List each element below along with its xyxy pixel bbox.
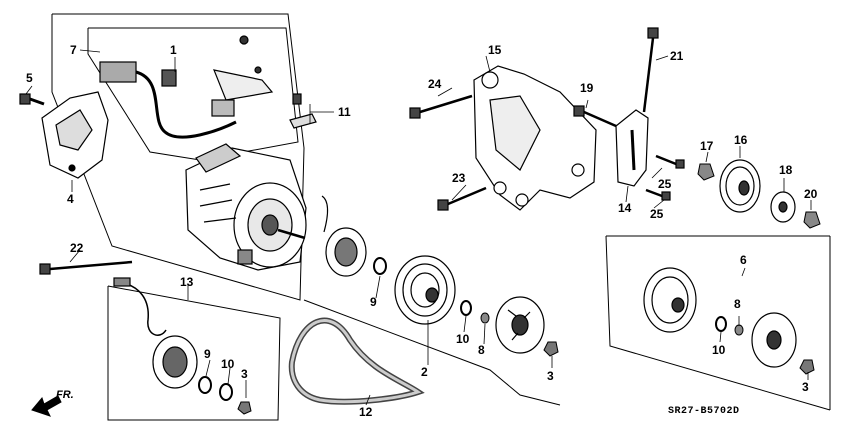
bolt-25b <box>645 188 671 201</box>
callout-3-clutch: 3 <box>802 380 809 394</box>
callout-21: 21 <box>670 49 684 63</box>
snap-ring-10b <box>219 383 233 401</box>
snap-ring-10c <box>715 316 727 332</box>
callout-22: 22 <box>70 241 84 255</box>
field-coil <box>321 195 367 277</box>
group-frame-harness-7 <box>87 27 299 161</box>
shim-8b <box>734 324 744 336</box>
nut-3b <box>237 401 252 415</box>
callout-25-lower: 25 <box>650 207 664 221</box>
group-frame-clutch-lower <box>303 299 561 406</box>
callout-11: 11 <box>338 105 351 119</box>
snap-ring-9b <box>198 376 212 394</box>
callout-8-lower: 8 <box>478 343 485 357</box>
callout-13: 13 <box>180 275 194 289</box>
drive-belt <box>288 317 425 405</box>
callout-18: 18 <box>779 163 793 177</box>
group-frame-clutch-6 <box>605 235 831 411</box>
callout-23: 23 <box>452 171 466 185</box>
callout-20: 20 <box>804 187 818 201</box>
callout-5: 5 <box>26 71 33 85</box>
nut-3a <box>543 341 559 357</box>
callout-8-clutch: 8 <box>734 297 741 311</box>
bolt-24 <box>409 94 473 119</box>
idler-pulley <box>719 159 761 213</box>
long-bolt-22 <box>39 260 133 275</box>
clutch-assembly-6 <box>643 267 697 333</box>
adjusting-bolt-21 <box>642 27 659 113</box>
front-direction-arrow <box>31 395 62 417</box>
callout-2: 2 <box>421 365 428 379</box>
nut-3c <box>799 359 815 375</box>
bolt-23 <box>437 186 487 211</box>
compressor-cover-plate <box>41 91 109 179</box>
bolt-25a <box>655 154 685 169</box>
wire-harness <box>99 35 274 139</box>
callout-14: 14 <box>618 201 632 215</box>
callout-10-lower: 10 <box>456 332 470 346</box>
group-frame-compressor <box>51 13 305 301</box>
callout-7: 7 <box>70 43 77 57</box>
snap-ring-10a <box>460 300 472 316</box>
nut-20 <box>803 211 821 229</box>
callout-6: 6 <box>740 253 747 267</box>
diagram-code: SR27-B5702D <box>668 406 740 417</box>
group-frame-coil-13 <box>107 285 281 421</box>
armature-plate-6 <box>751 312 797 368</box>
callout-9-coil: 9 <box>204 347 211 361</box>
callout-16: 16 <box>734 133 748 147</box>
callout-15: 15 <box>488 43 502 57</box>
callout-3-lower-plate: 3 <box>547 369 554 383</box>
washer-18 <box>770 191 796 223</box>
shim-8a <box>480 312 490 324</box>
compressor-bracket <box>473 65 597 211</box>
callout-24: 24 <box>428 77 442 91</box>
bolt-5 <box>19 93 45 106</box>
callout-25-upper: 25 <box>658 177 672 191</box>
callout-1: 1 <box>170 43 177 57</box>
callout-10-clutch: 10 <box>712 343 726 357</box>
compressor <box>185 143 307 271</box>
bolt-19 <box>573 105 617 128</box>
nut-17 <box>697 163 715 181</box>
coil-13 <box>113 277 198 389</box>
adjusting-bracket <box>615 109 649 187</box>
armature-plate <box>495 296 545 354</box>
snap-ring-9a <box>373 257 387 275</box>
callout-19: 19 <box>580 81 594 95</box>
pulley <box>394 255 456 325</box>
harness-clip <box>289 93 317 129</box>
callout-3-coil: 3 <box>241 367 248 381</box>
callout-17: 17 <box>700 139 714 153</box>
front-direction-label: FR. <box>56 389 74 401</box>
callout-9-lower: 9 <box>370 295 377 309</box>
callout-4: 4 <box>67 192 74 206</box>
callout-12: 12 <box>359 405 373 419</box>
callout-10-coil: 10 <box>221 357 235 371</box>
